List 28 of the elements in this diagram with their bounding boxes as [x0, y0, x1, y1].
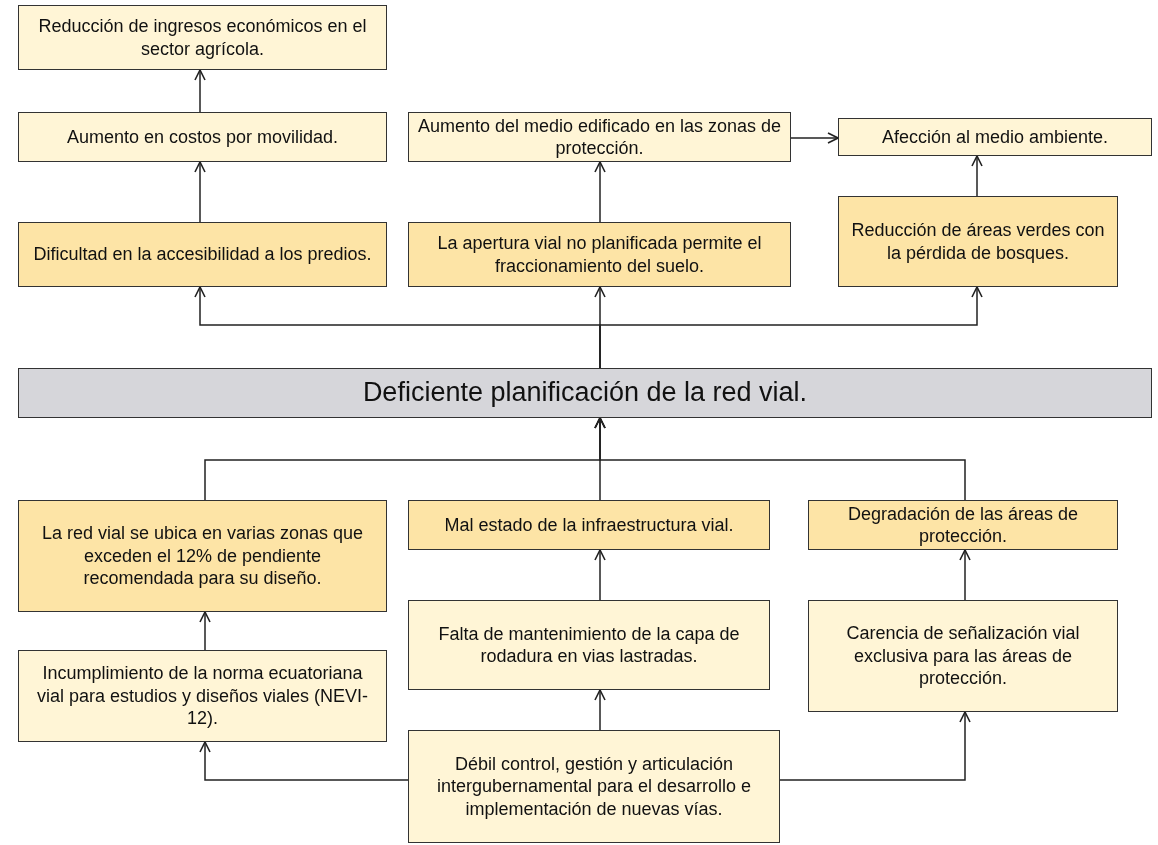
text-box: Dificultad en la accesibilidad a los predios.: [18, 222, 387, 287]
text-box: La apertura vial no planificada permite el fraccionamiento del suelo.: [408, 222, 791, 287]
text-box: Incumplimiento de la norma ecuatoriana vial para estudios y diseños viales (NEVI-12).: [18, 650, 387, 742]
text-box: Falta de mantenimiento de la capa de rodadura en vias lastradas.: [408, 600, 770, 690]
text-box: Degradación de las áreas de protección.: [808, 500, 1118, 550]
text-box: Débil control, gestión y articulación intergubernamental para el desarrollo e implementación de nuevas vías.: [408, 730, 780, 843]
text-box: Mal estado de la infraestructura vial.: [408, 500, 770, 550]
text-box: Reducción de ingresos económicos en el sector agrícola.: [18, 5, 387, 70]
arrow: [599, 286, 983, 369]
arrow: [779, 711, 971, 781]
arrow: [194, 69, 206, 113]
arrow: [594, 549, 606, 601]
arrow: [194, 161, 206, 223]
text-box: Aumento del medio edificado en las zonas de protección.: [408, 112, 791, 162]
text-box: La red vial se ubica en varias zonas que exceden el 12% de pendiente recomendada para su diseño.: [18, 500, 387, 612]
text-box: Carencia de señalización vial exclusiva para las áreas de protección.: [808, 600, 1118, 712]
arrow: [790, 132, 839, 144]
arrow: [594, 689, 606, 731]
arrow: [594, 417, 966, 501]
arrow: [594, 161, 606, 223]
text-box: Afección al medio ambiente.: [838, 118, 1152, 156]
arrow: [199, 741, 409, 781]
text-box: Aumento en costos por movilidad.: [18, 112, 387, 162]
problem-banner: Deficiente planificación de la red vial.: [18, 368, 1152, 418]
arrow: [959, 549, 971, 601]
arrow: [971, 155, 983, 197]
arrow: [199, 611, 211, 651]
text-box: Reducción de áreas verdes con la pérdida de bosques.: [838, 196, 1118, 287]
